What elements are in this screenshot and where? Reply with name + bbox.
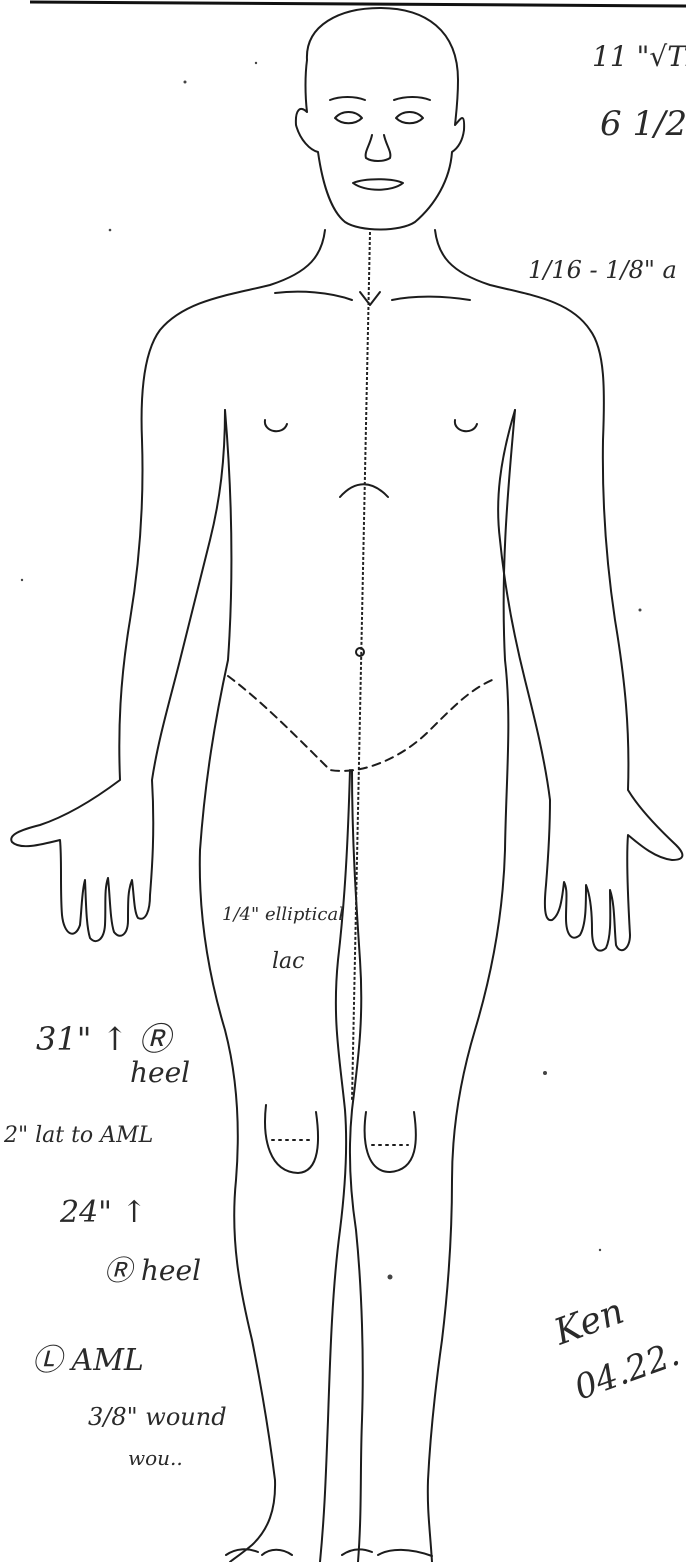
head-outline (296, 8, 464, 230)
left-leg-outline (200, 410, 275, 1562)
note-thigh-1: 1/4" elliptical (222, 904, 344, 925)
note-top-right-3: 1/16 - 1/8" a (528, 256, 677, 284)
handwritten-notes: 11 "√Tʀ 6 1/2" 1/16 - 1/8" a 1/4" ellipt… (3, 40, 686, 1470)
top-border-line (30, 2, 686, 6)
left-eye (335, 112, 362, 123)
note-left-3: 2" lat to AML (3, 1123, 153, 1148)
left-clavicle (275, 292, 352, 300)
right-torso-outline (435, 230, 682, 951)
right-clavicle (392, 297, 470, 300)
right-toes (342, 1549, 432, 1556)
rib-arch (340, 484, 388, 497)
left-inner-leg (320, 770, 350, 1562)
navel (356, 648, 364, 656)
right-nipple (455, 420, 477, 431)
note-thigh-2: lac (272, 949, 304, 974)
note-left-2: heel (130, 1056, 190, 1089)
right-eye (396, 112, 423, 123)
scan-specks (21, 62, 642, 1280)
note-signature-2: 04.22. (569, 1334, 684, 1409)
midline-arrow (360, 292, 380, 305)
note-top-right-2: 6 1/2" (600, 104, 686, 144)
right-brow (394, 97, 430, 100)
note-left-1: 31" ↑ Ⓡ (36, 1020, 176, 1058)
right-leg-outline (428, 410, 515, 1562)
note-left-4: 24" ↑ (59, 1195, 147, 1230)
right-kneecap (365, 1112, 416, 1172)
note-left-6: Ⓛ AML (32, 1343, 144, 1378)
nose (366, 135, 391, 161)
note-signature-1: Ken (548, 1291, 629, 1354)
note-left-8: wou.. (128, 1446, 183, 1470)
left-brow (330, 97, 365, 100)
note-left-7: 3/8" wound (88, 1403, 227, 1431)
left-nipple (265, 420, 287, 431)
left-torso-outline (11, 230, 325, 941)
mouth (353, 179, 403, 190)
note-top-right-1: 11 "√Tʀ (592, 40, 686, 73)
note-left-5: Ⓡ heel (104, 1254, 201, 1287)
left-toes (226, 1549, 292, 1555)
